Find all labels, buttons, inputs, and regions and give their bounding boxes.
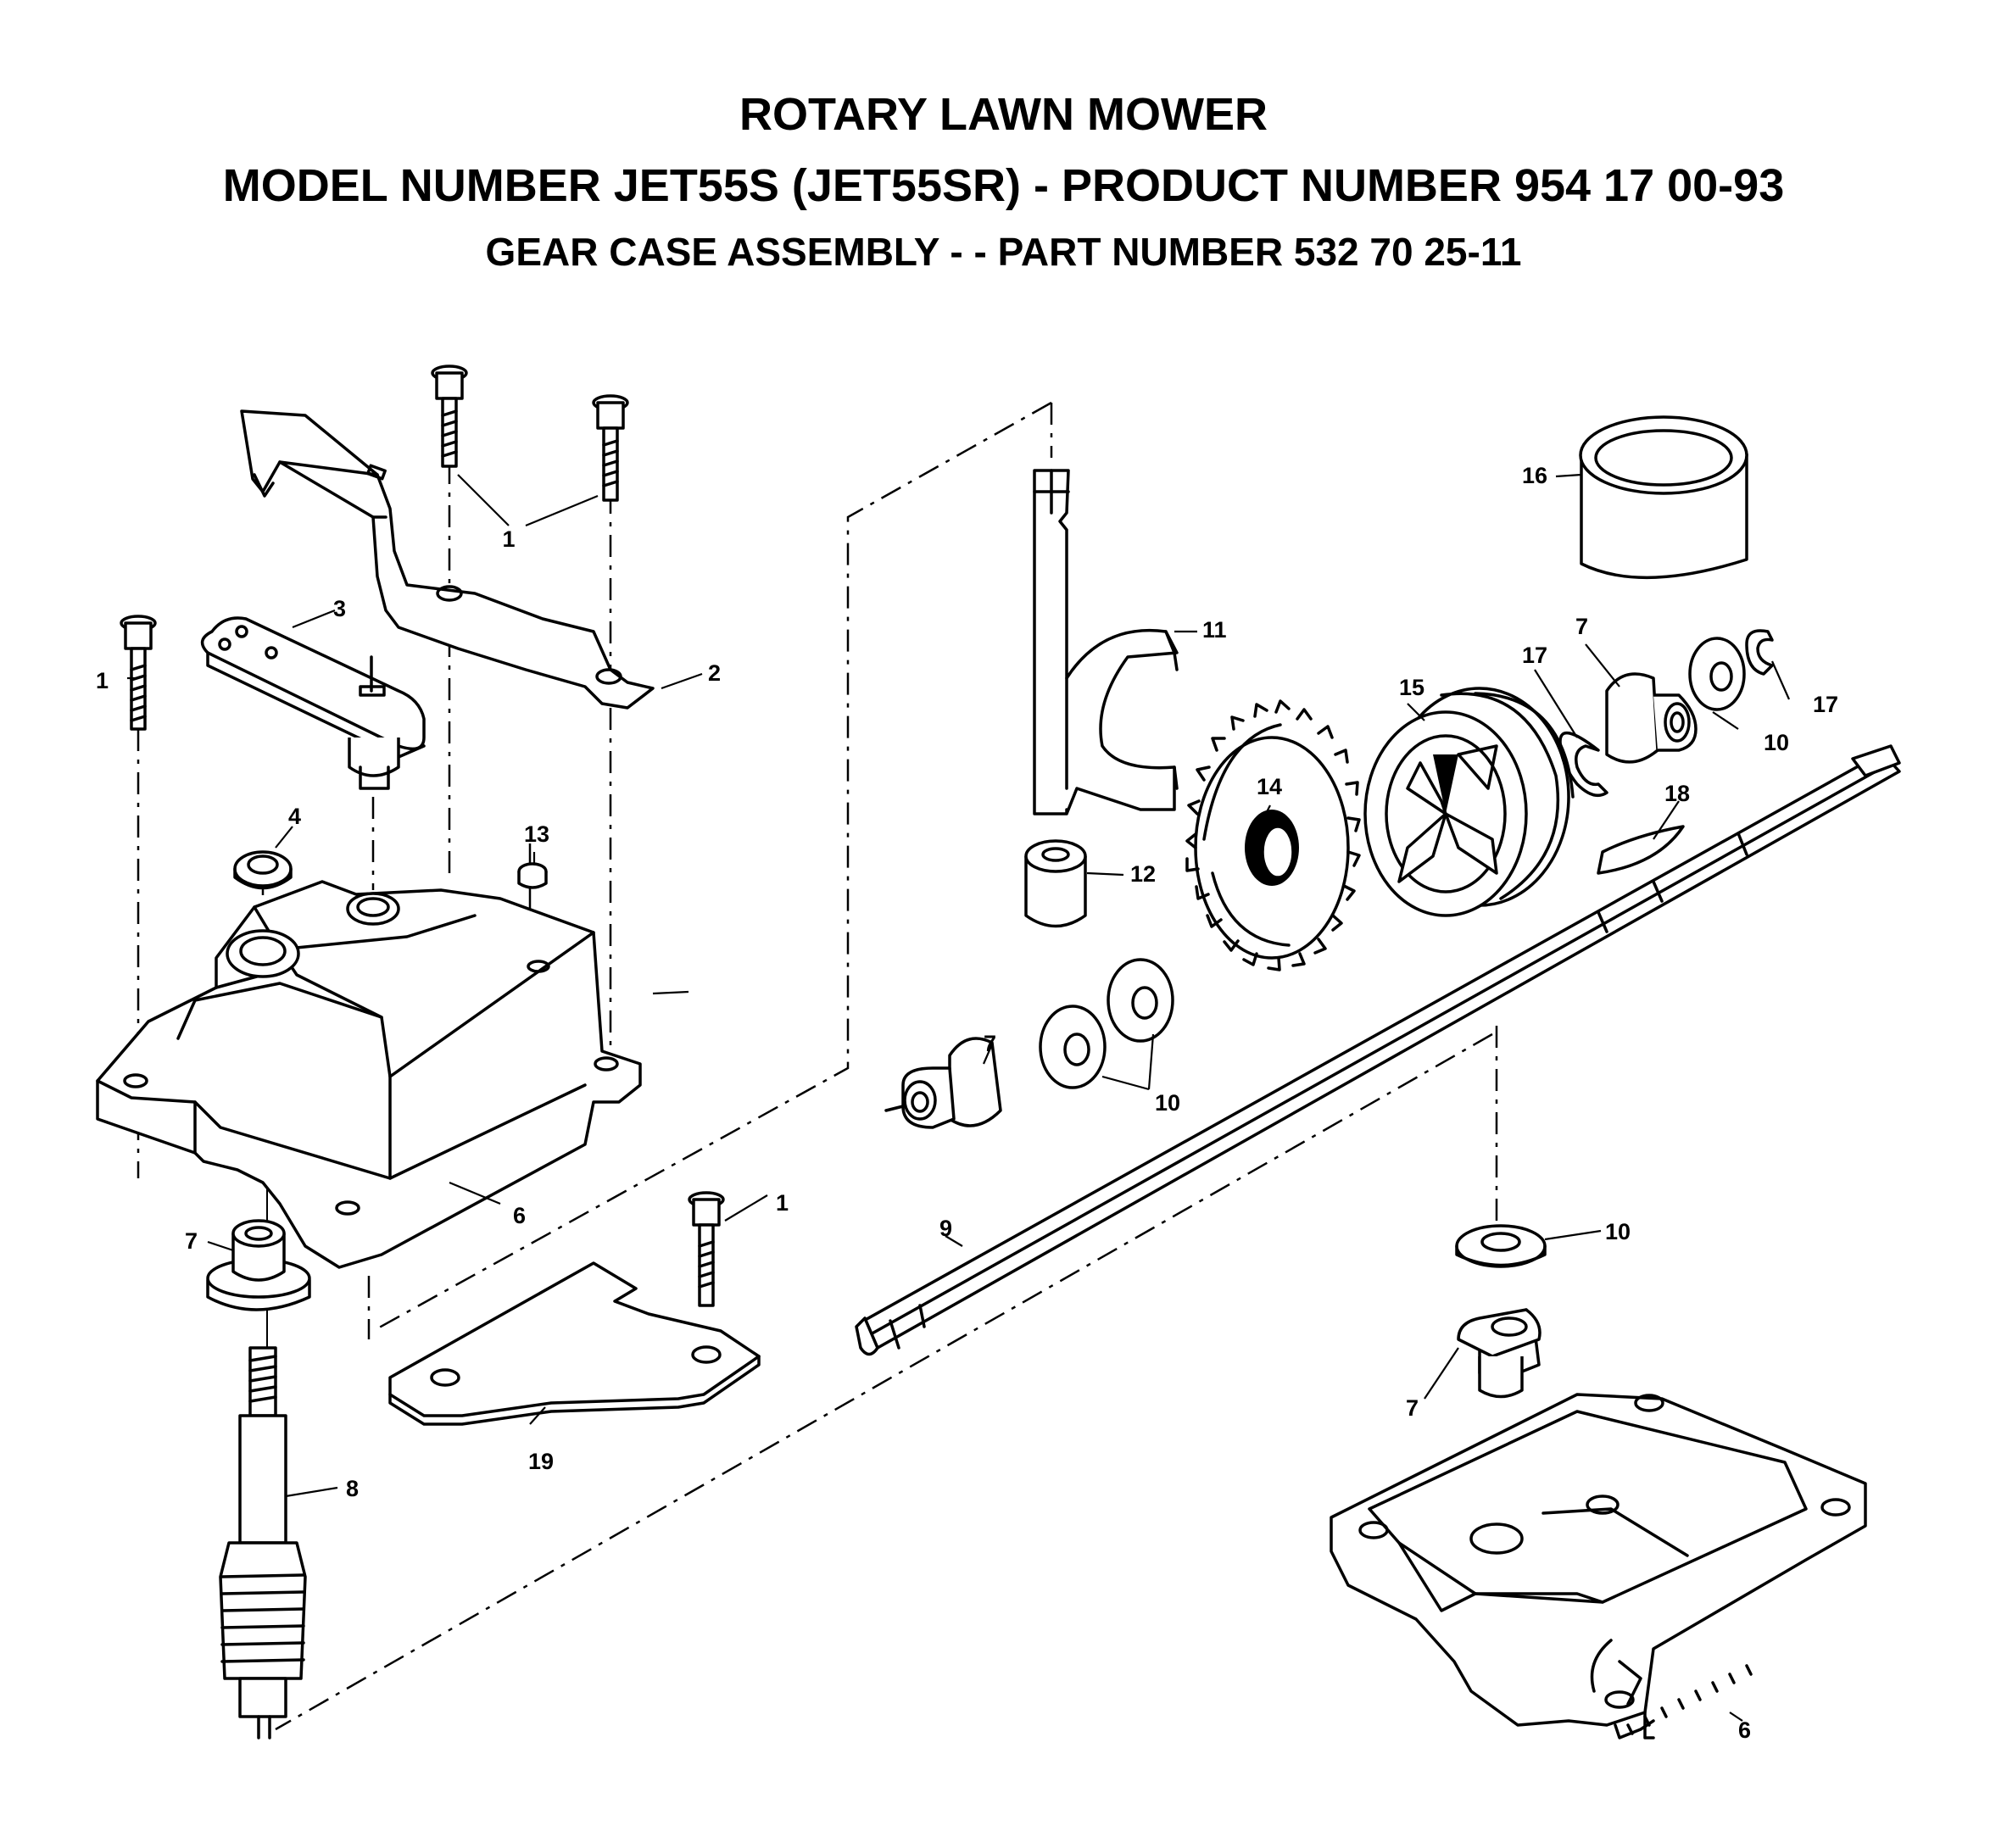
bushing-part-7-left bbox=[206, 1219, 311, 1311]
callout-3: 3 bbox=[333, 596, 346, 621]
callout-13: 13 bbox=[524, 821, 549, 847]
shift-fork-part-11 bbox=[1033, 469, 1179, 815]
plug-part-13 bbox=[517, 862, 548, 889]
bushing-part-7-right bbox=[1457, 1308, 1541, 1399]
washer-part-10-top bbox=[1688, 637, 1746, 711]
gear-part-14 bbox=[1185, 699, 1361, 971]
callout-labels: 1 2 3 1 4 13 6 7 8 19 1 9 7 10 11 12 14 … bbox=[96, 463, 1838, 1743]
callout-7-right: 7 bbox=[1406, 1395, 1419, 1421]
washer-part-10-mid-b bbox=[1107, 958, 1174, 1043]
callout-10-top: 10 bbox=[1764, 730, 1789, 755]
callout-1-bottom: 1 bbox=[776, 1190, 789, 1216]
callout-10-lower: 10 bbox=[1605, 1219, 1631, 1244]
callout-7-left: 7 bbox=[185, 1228, 198, 1254]
screw-part-1-left bbox=[120, 615, 157, 731]
bracket-part-2 bbox=[240, 409, 655, 710]
screw-part-1-top-right bbox=[592, 394, 629, 502]
callout-14: 14 bbox=[1257, 774, 1282, 799]
screw-part-1-top-left bbox=[431, 365, 468, 468]
washer-part-10-lower bbox=[1455, 1224, 1547, 1268]
callout-7-top: 7 bbox=[1575, 614, 1588, 639]
callout-19: 19 bbox=[528, 1449, 554, 1474]
bushing-part-7-top bbox=[1605, 672, 1698, 764]
callout-1-left: 1 bbox=[96, 668, 109, 693]
plate-part-19 bbox=[388, 1261, 761, 1426]
e-clip-part-17-right bbox=[1745, 629, 1774, 676]
callout-12: 12 bbox=[1130, 861, 1156, 887]
cap-part-16 bbox=[1579, 415, 1748, 580]
callout-4: 4 bbox=[288, 804, 301, 829]
main-shaft-part-9 bbox=[855, 744, 1901, 1356]
callout-1-top: 1 bbox=[502, 526, 515, 552]
callout-7-mid: 7 bbox=[984, 1031, 996, 1056]
gear-case-housing-part-6 bbox=[1330, 1393, 1867, 1739]
callout-9: 9 bbox=[939, 1216, 952, 1241]
pulley-part-15 bbox=[1363, 687, 1575, 917]
callout-leaders bbox=[127, 473, 1791, 1722]
gear-case-cover-part-6 bbox=[96, 880, 642, 1269]
callout-17-right: 17 bbox=[1813, 692, 1838, 717]
callout-2: 2 bbox=[708, 660, 721, 686]
lever-part-3 bbox=[200, 616, 426, 790]
e-clip-part-17-left bbox=[1558, 731, 1608, 798]
diagram-title: ROTARY LAWN MOWER bbox=[739, 89, 1268, 140]
assembly-part-number-line: GEAR CASE ASSEMBLY - - PART NUMBER 532 7… bbox=[485, 230, 1522, 274]
worm-shaft-part-8 bbox=[219, 1346, 307, 1739]
callout-17-left: 17 bbox=[1522, 643, 1547, 668]
washer-part-4 bbox=[233, 850, 293, 890]
key-part-18 bbox=[1597, 825, 1685, 875]
callout-16: 16 bbox=[1522, 463, 1547, 488]
callout-15: 15 bbox=[1399, 675, 1424, 700]
callout-10-mid: 10 bbox=[1155, 1090, 1180, 1116]
model-number-line: MODEL NUMBER JET55S (JET55SR) - PRODUCT … bbox=[222, 160, 1785, 211]
bushing-part-7-mid bbox=[884, 1037, 1002, 1129]
spacer-part-12 bbox=[1024, 839, 1087, 928]
washer-part-10-mid-a bbox=[1039, 1005, 1107, 1089]
screw-part-1-bottom bbox=[688, 1191, 725, 1307]
callout-18: 18 bbox=[1664, 781, 1690, 806]
callout-11: 11 bbox=[1202, 617, 1227, 643]
callout-6-upper: 6 bbox=[513, 1203, 526, 1228]
callout-8: 8 bbox=[346, 1476, 359, 1501]
callout-6-lower: 6 bbox=[1738, 1717, 1751, 1743]
